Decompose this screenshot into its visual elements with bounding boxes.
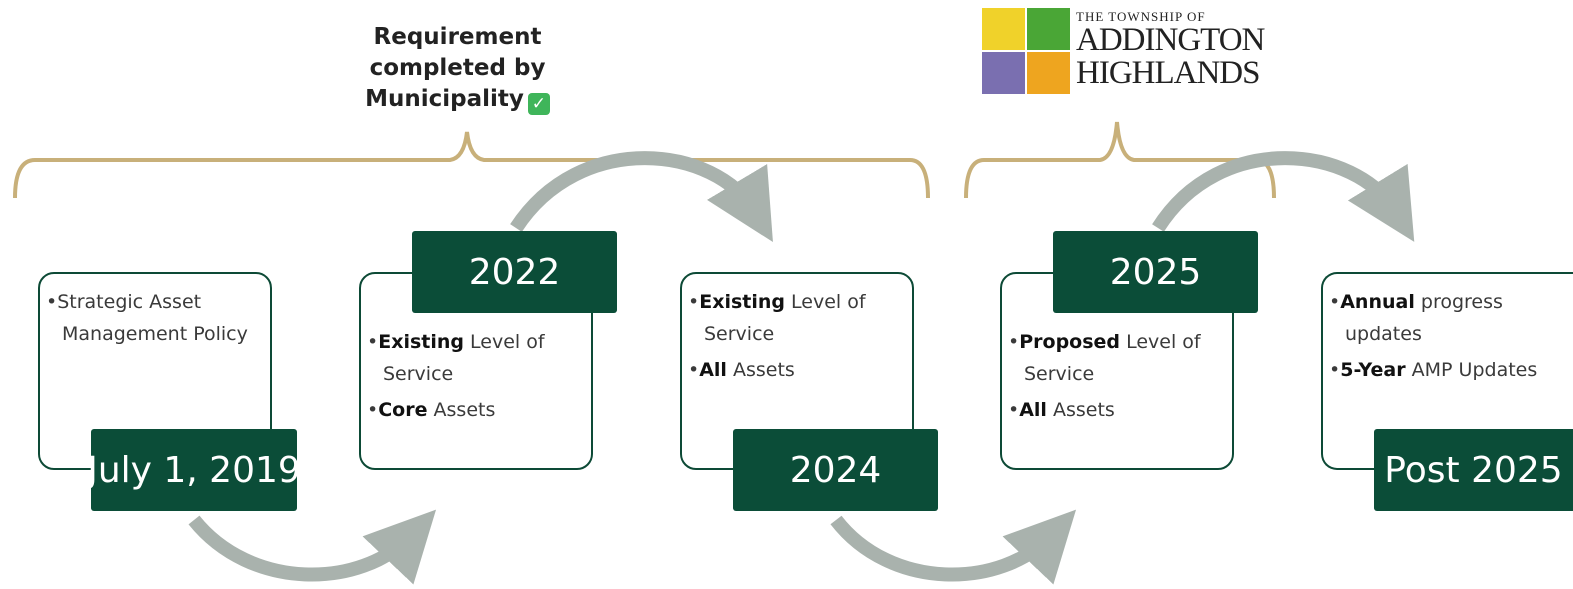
tree-icon xyxy=(1027,8,1070,50)
requirement-note: Requirement completed by Municipality✓ xyxy=(335,22,580,115)
bullet: •Strategic Asset xyxy=(46,291,202,313)
bracket-left xyxy=(13,131,930,199)
bracket-right xyxy=(964,121,1276,199)
fish-icon xyxy=(982,52,1025,94)
township-logo: THE TOWNSHIP OF ADDINGTON HIGHLANDS xyxy=(982,8,1265,98)
arrow-2022-2024 xyxy=(510,151,773,243)
year-label-2024: 2024 xyxy=(733,429,938,511)
year-label-post-2025: Post 2025 xyxy=(1374,429,1573,511)
canoe-icon xyxy=(982,8,1025,50)
arrow-2025-post xyxy=(1152,151,1415,242)
arrow-2024-2025 xyxy=(830,509,1077,585)
year-label-2025: 2025 xyxy=(1053,231,1258,313)
check-mark-icon: ✓ xyxy=(527,93,550,115)
year-label-2022: 2022 xyxy=(412,231,617,313)
year-label-2019: July 1, 2019 xyxy=(87,429,301,511)
arrow-2019-2022 xyxy=(188,509,437,585)
loon-icon xyxy=(1027,52,1070,94)
